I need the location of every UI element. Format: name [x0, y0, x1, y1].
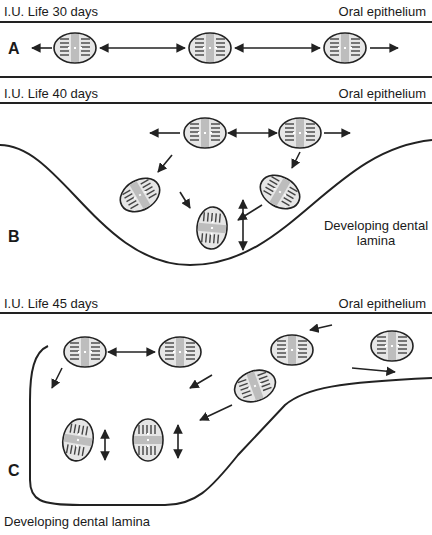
movement-arrow — [177, 425, 179, 458]
tissue-name: Developing dental lamina — [322, 218, 430, 248]
stage-title: I.U. Life 30 days — [4, 4, 98, 19]
dividing-cell — [195, 206, 229, 250]
movement-arrow — [238, 205, 262, 220]
epithelium-line — [0, 312, 432, 314]
movement-arrow — [52, 368, 62, 388]
tissue-name: Developing dental lamina — [4, 514, 150, 529]
dividing-cell — [254, 169, 305, 216]
dividing-cell — [279, 118, 321, 148]
stage-title: I.U. Life 40 days — [4, 86, 98, 101]
epithelium-line — [0, 21, 432, 23]
movement-arrow — [104, 430, 106, 460]
dividing-cell — [114, 172, 165, 219]
tissue-name: Oral epithelium — [339, 4, 426, 19]
dividing-cell — [230, 365, 280, 408]
panel-letter: A — [8, 40, 20, 58]
epithelium-line — [0, 76, 432, 78]
lamina-outline — [30, 346, 432, 505]
dividing-cell — [189, 33, 231, 63]
dividing-cell — [271, 335, 313, 365]
movement-arrow — [108, 351, 155, 353]
movement-arrow — [158, 155, 172, 172]
movement-arrow — [324, 132, 350, 134]
dividing-cell — [324, 33, 366, 63]
movement-arrow — [190, 375, 212, 388]
dividing-cell — [60, 417, 97, 464]
movement-arrow — [228, 132, 277, 134]
movement-arrow — [180, 192, 190, 208]
panel-letter: C — [8, 462, 20, 480]
panel-letter: B — [8, 228, 20, 246]
movement-arrow — [200, 405, 232, 420]
movement-arrow — [32, 47, 52, 49]
dividing-cell — [159, 337, 201, 367]
dividing-cell — [184, 118, 226, 148]
movement-arrow — [292, 152, 300, 168]
movement-arrow — [150, 132, 180, 134]
tissue-name: Oral epithelium — [339, 296, 426, 311]
movement-arrow — [100, 47, 185, 49]
stage-title: I.U. Life 45 days — [4, 296, 98, 311]
movement-arrow — [352, 368, 395, 372]
dividing-cell — [371, 331, 413, 361]
movement-arrow — [310, 325, 332, 330]
tissue-name: Oral epithelium — [339, 86, 426, 101]
movement-arrow — [235, 47, 320, 49]
dividing-cell — [54, 33, 96, 63]
dividing-cell — [64, 337, 106, 367]
epithelium-line — [0, 102, 432, 104]
movement-arrow — [370, 47, 398, 49]
lamina-outline — [0, 140, 432, 265]
dividing-cell — [133, 419, 163, 461]
movement-arrow — [242, 200, 244, 250]
